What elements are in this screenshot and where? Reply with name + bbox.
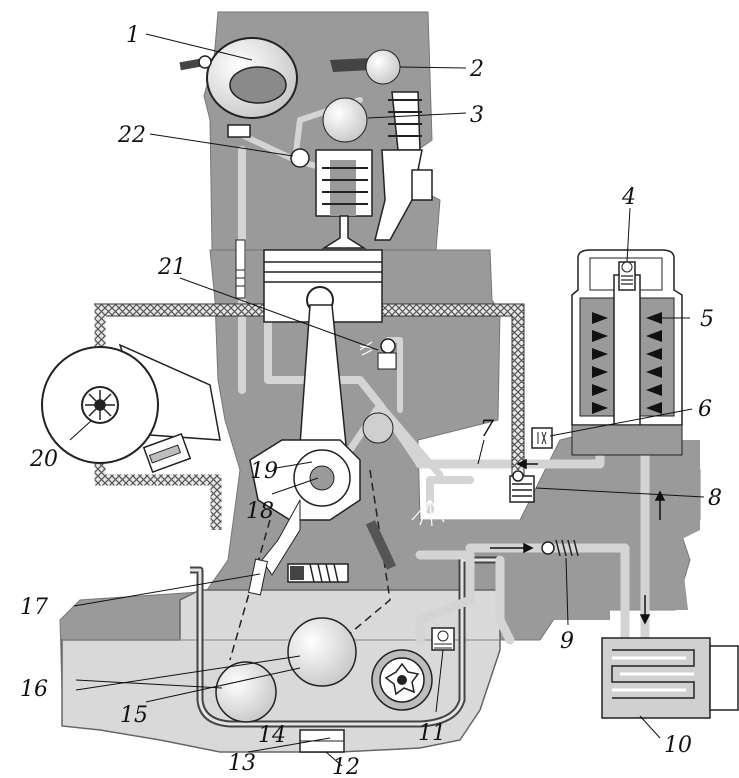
label-7: 7 <box>480 417 494 442</box>
label-2: 2 <box>469 57 484 82</box>
oil-sprays <box>204 499 445 559</box>
label-22: 22 <box>117 123 146 148</box>
label-18: 18 <box>246 499 274 524</box>
label-13: 13 <box>228 751 256 776</box>
leader-lines <box>69 33 705 767</box>
oil-sump <box>61 556 501 753</box>
relief-valve-17 <box>287 563 349 583</box>
filter-flow-arrows <box>592 312 662 414</box>
label-19: 19 <box>250 459 278 484</box>
label-1: 1 <box>126 23 140 48</box>
oil-cooler <box>601 637 739 719</box>
valve-9 <box>541 539 579 557</box>
piston-assembly <box>229 249 397 661</box>
oil-filter <box>531 249 683 456</box>
label-12: 12 <box>332 755 360 778</box>
turbocharger <box>41 343 221 474</box>
pump-rotor-icon <box>379 657 425 703</box>
flow-arrows <box>490 458 666 625</box>
label-4: 4 <box>621 185 636 210</box>
camshaft-and-valvetrain <box>179 37 433 299</box>
label-16: 16 <box>20 677 48 702</box>
label-20: 20 <box>29 447 58 472</box>
label-10: 10 <box>664 733 692 758</box>
turbine-wheel-icon <box>85 390 115 420</box>
valve-8 <box>509 470 535 503</box>
label-6: 6 <box>698 397 712 422</box>
label-8: 8 <box>708 486 722 511</box>
label-17: 17 <box>20 595 48 620</box>
label-11: 11 <box>418 721 446 746</box>
label-5: 5 <box>700 307 714 332</box>
label-9: 9 <box>560 629 574 654</box>
label-14: 14 <box>258 723 286 748</box>
callout-labels: 1 2 3 4 5 6 7 8 9 10 11 12 13 14 14 15 1… <box>20 23 722 778</box>
label-21: 21 <box>157 255 186 280</box>
label-3: 3 <box>470 103 484 128</box>
label-15: 15 <box>120 703 148 728</box>
